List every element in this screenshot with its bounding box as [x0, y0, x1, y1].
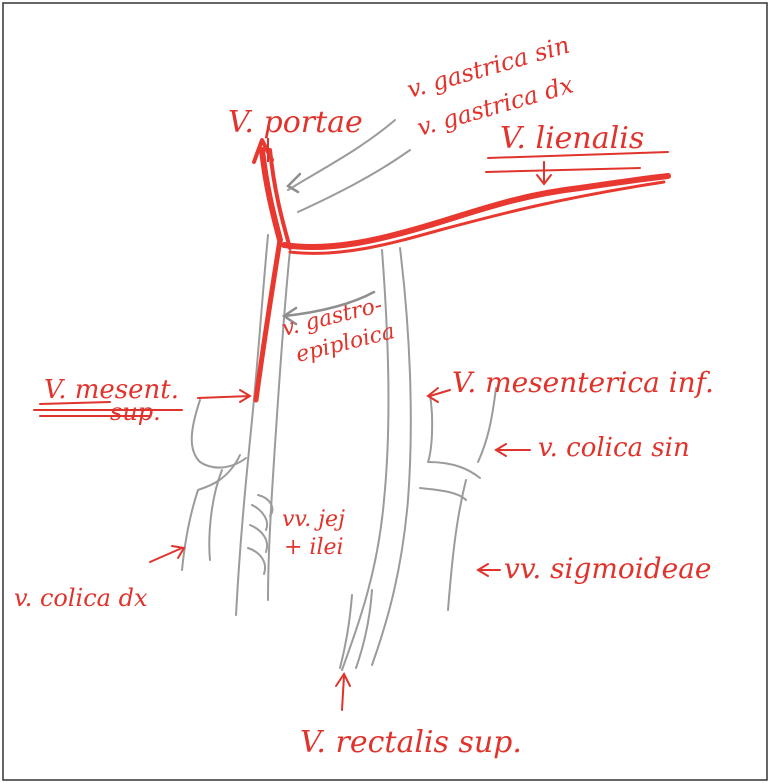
lienalis-down-arrow — [537, 162, 551, 184]
label-v-mesent-sup-2: sup. — [110, 398, 161, 426]
colica-sin-arrow — [496, 444, 530, 456]
lienalis-underline-2 — [486, 168, 640, 172]
colica-sin-vessel-right — [478, 388, 496, 462]
mesent-sup-arrow — [198, 390, 250, 402]
label-vv-sigmoideae: vv. sigmoideae — [504, 552, 711, 585]
sigmoid-vessel-2 — [420, 488, 466, 500]
label-v-lienalis: V. lienalis — [500, 121, 644, 156]
label-v-colica-sin: v. colica sin — [538, 433, 690, 463]
label-vv-jej-2: + ilei — [284, 535, 344, 560]
label-v-mesenterica-inf: V. mesenterica inf. — [452, 366, 714, 399]
sup-mesenteric-red — [256, 240, 280, 400]
sigmoid-vessel-1 — [448, 480, 466, 610]
rectalis-up-arrow — [336, 674, 350, 710]
sigmoideae-arrow — [478, 564, 500, 576]
label-v-portae: V. portae — [228, 105, 363, 140]
gastric-dx-vessel — [298, 150, 410, 212]
jejunal-branch-3 — [248, 548, 265, 574]
sup-mesenteric-vein-left-wall — [236, 235, 268, 615]
colica-sin-vessel-left — [428, 395, 480, 478]
splenic-vein-red — [284, 176, 668, 247]
jejunal-branch-2 — [250, 525, 267, 552]
label-vv-jej-1: vv. jej — [282, 507, 345, 532]
label-v-colica-dx: v. colica dx — [14, 584, 148, 612]
label-v-rectalis-sup: V. rectalis sup. — [300, 725, 522, 760]
colica-dx-arrow — [150, 546, 184, 562]
